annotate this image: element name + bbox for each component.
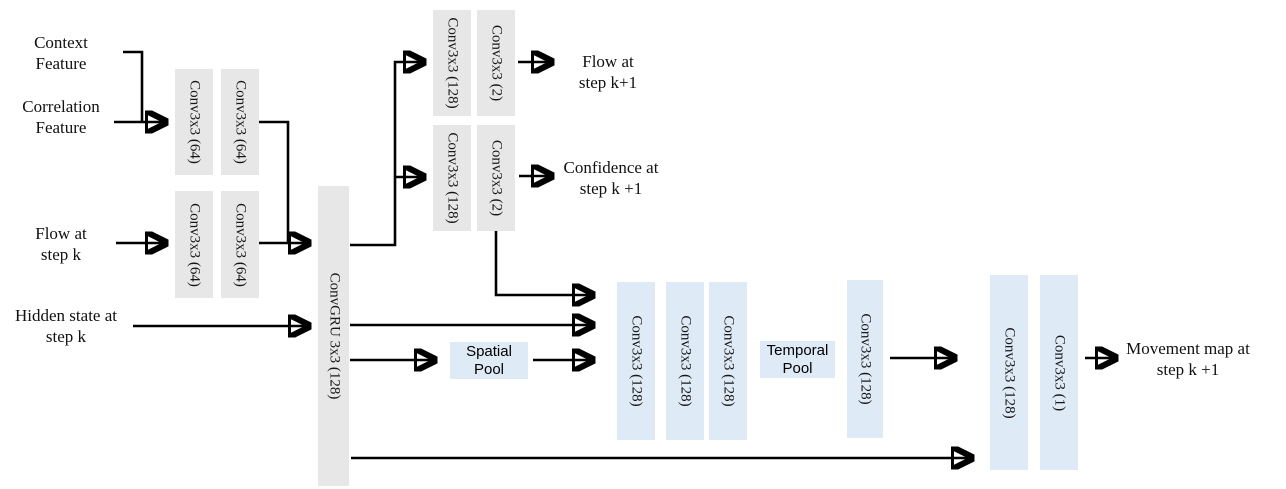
block-out-conv1-label: Conv3x3 (128) xyxy=(1001,326,1018,419)
block-convgru: ConvGRU 3x3 (128) xyxy=(318,186,349,486)
label-confidence-step-k1: Confidence at step k +1 xyxy=(563,158,659,198)
block-confhead-conv1: Conv3x3 (128) xyxy=(433,125,471,231)
block-confhead-conv1-label: Conv3x3 (128) xyxy=(444,132,461,224)
connector-confidence-drop-to-agg xyxy=(494,231,593,295)
connector-encoder1-drop xyxy=(259,120,290,242)
block-flowhead-conv2: Conv3x3 (2) xyxy=(477,10,515,116)
block-conv3x3-64-4: Conv3x3 (64) xyxy=(221,191,259,298)
label-correlation-feature: Correlation Feature xyxy=(22,97,100,137)
block-confhead-conv2-label: Conv3x3 (2) xyxy=(488,139,505,217)
block-agg-conv4: Conv3x3 (128) xyxy=(847,280,883,438)
block-conv3x3-64-2: Conv3x3 (64) xyxy=(221,69,259,175)
block-conv3x3-64-3-label: Conv3x3 (64) xyxy=(186,202,203,287)
block-agg-conv1-label: Conv3x3 (128) xyxy=(628,315,645,407)
block-conv3x3-64-1-label: Conv3x3 (64) xyxy=(186,80,203,164)
block-flowhead-conv1: Conv3x3 (128) xyxy=(433,10,471,116)
block-agg-conv4-label: Conv3x3 (128) xyxy=(857,313,874,405)
block-flowhead-conv2-label: Conv3x3 (2) xyxy=(488,24,505,102)
label-context-feature: Context Feature xyxy=(34,33,88,73)
label-flow-step-k1: Flow at step k+1 xyxy=(578,52,638,92)
block-flowhead-conv1-label: Conv3x3 (128) xyxy=(444,17,461,109)
block-conv3x3-64-3: Conv3x3 (64) xyxy=(175,191,213,298)
block-temporal-pool: Temporal Pool xyxy=(760,341,835,378)
block-out-conv2: Conv3x3 (1) xyxy=(1040,275,1078,470)
block-convgru-label: ConvGRU 3x3 (128) xyxy=(326,272,342,400)
label-flow-step-k: Flow at step k xyxy=(35,224,87,264)
block-out-conv2-label: Conv3x3 (1) xyxy=(1051,334,1068,411)
block-confhead-conv2: Conv3x3 (2) xyxy=(477,125,515,231)
connector-context-join xyxy=(123,50,144,121)
block-spatial-pool: Spatial Pool xyxy=(450,342,528,379)
block-agg-conv3: Conv3x3 (128) xyxy=(709,282,747,440)
block-agg-conv2: Conv3x3 (128) xyxy=(666,282,704,440)
block-conv3x3-64-4-label: Conv3x3 (64) xyxy=(232,202,249,287)
block-conv3x3-64-2-label: Conv3x3 (64) xyxy=(232,80,249,164)
label-movement-map-step-k1: Movement map at step k +1 xyxy=(1126,339,1250,379)
block-agg-conv2-label: Conv3x3 (128) xyxy=(677,315,694,407)
connector-convgru-to-flowhead xyxy=(350,62,424,247)
block-agg-conv1: Conv3x3 (128) xyxy=(617,282,655,440)
label-hidden-state-step-k: Hidden state at step k xyxy=(15,306,117,346)
block-out-conv1: Conv3x3 (128) xyxy=(990,275,1028,470)
block-conv3x3-64-1: Conv3x3 (64) xyxy=(175,69,213,175)
block-agg-conv3-label: Conv3x3 (128) xyxy=(720,315,737,407)
